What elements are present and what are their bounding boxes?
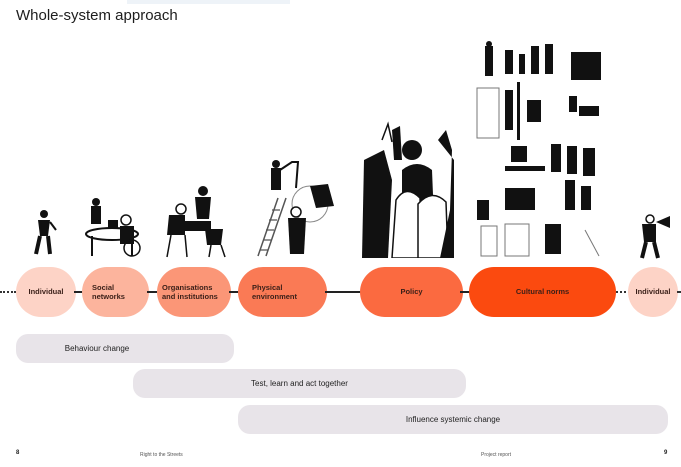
level-label: Individual — [635, 287, 671, 297]
footer-left-text: Right to the Streets — [140, 452, 183, 458]
people-meeting-table-illustration — [166, 186, 226, 258]
connector-line — [325, 291, 361, 293]
level-pill-physical-environment: Physical environment — [238, 267, 327, 317]
leading-dotted-line — [0, 291, 16, 293]
level-label: Social networks — [92, 282, 125, 301]
level-label: Individual — [28, 287, 64, 297]
level-pill-social-networks: Social networks — [82, 267, 149, 317]
level-pill-cultural-norms: Cultural norms — [469, 267, 616, 317]
level-label: Organisations and institutions — [162, 282, 218, 301]
level-pill-individual: Individual — [16, 267, 76, 317]
top-highlight-bar — [127, 0, 290, 4]
level-label: Cultural norms — [515, 287, 570, 297]
footer-right-text: Project report — [481, 452, 512, 458]
bar-label: Behaviour change — [64, 344, 130, 353]
person-megaphone-illustration — [640, 214, 670, 259]
bar-behaviour-change: Behaviour change — [16, 334, 234, 363]
connector-line — [74, 291, 84, 293]
protest-crowd-illustration — [362, 120, 454, 258]
connector-line — [229, 291, 239, 293]
level-label: Policy — [400, 287, 423, 297]
people-at-table-wheelchair-illustration — [85, 198, 141, 257]
level-pill-individual-end: Individual — [628, 267, 678, 317]
person-walking-illustration — [34, 210, 57, 255]
connector-line — [147, 291, 157, 293]
connector-line — [460, 291, 470, 293]
right-page-number: 9 — [664, 450, 668, 456]
bar-influence-systemic-change: Influence systemic change — [238, 405, 668, 434]
bar-label: Influence systemic change — [405, 415, 501, 424]
ladder-mural-illustration — [257, 160, 334, 257]
page-title: Whole-system approach — [16, 7, 178, 24]
level-pill-policy: Policy — [360, 267, 463, 317]
community-activities-collage-illustration — [476, 41, 601, 257]
bar-label: Test, learn and act together — [251, 379, 348, 388]
dotted-line — [616, 291, 630, 293]
level-pill-organisations: Organisations and institutions — [157, 267, 231, 317]
left-page-number: 8 — [16, 450, 20, 456]
level-label: Physical environment — [252, 282, 298, 301]
trailing-dotted-line — [677, 291, 681, 293]
bar-test-learn-act: Test, learn and act together — [133, 369, 466, 398]
